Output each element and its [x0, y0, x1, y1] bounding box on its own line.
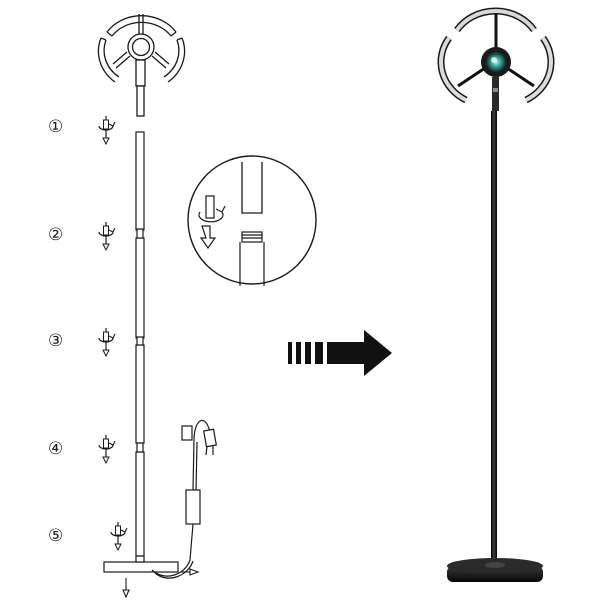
- step-label-5: ⑤: [48, 526, 63, 546]
- power-cable: [151, 419, 218, 579]
- rotate-down-arrow-icon: [98, 115, 116, 145]
- rotate-down-arrow-icon: [98, 221, 116, 251]
- assembled-lamp: [437, 7, 555, 582]
- pole-segment-2: [135, 237, 145, 339]
- pole-segments: [135, 131, 145, 557]
- rotate-down-arrow-icon: [110, 521, 128, 551]
- step-label-4: ④: [48, 439, 63, 459]
- step-label-3: ③: [48, 331, 63, 351]
- plug-body: [202, 428, 218, 448]
- lamp-pole: [491, 111, 497, 571]
- ring-head-outline: [97, 14, 186, 117]
- rotate-down-arrow-icon: [98, 434, 116, 464]
- pole-segment-3: [135, 344, 145, 444]
- rotate-down-arrow-icon: [98, 327, 116, 357]
- rotate-down-arrow-icon: [198, 195, 226, 250]
- pole-segment-4: [135, 451, 145, 557]
- step-label-2: ②: [48, 225, 63, 245]
- connection-detail: [187, 155, 317, 286]
- step-label-1: ①: [48, 117, 63, 137]
- inline-switch: [185, 489, 201, 525]
- exploded-lamp: ① ② ③ ④ ⑤: [48, 14, 218, 599]
- direction-arrow-icon: [122, 568, 200, 599]
- pole-segment-1: [135, 131, 145, 231]
- base-plate: [103, 555, 179, 573]
- direction-arrow-icon: [288, 330, 392, 376]
